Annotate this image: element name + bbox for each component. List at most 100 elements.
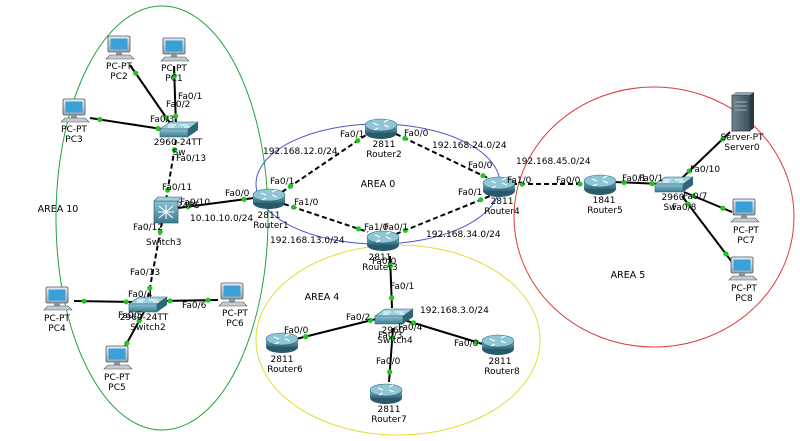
link-sw3-r1[interactable] [177, 197, 255, 209]
link-r1-r2[interactable] [281, 134, 367, 193]
device-router8-router-icon[interactable] [481, 334, 515, 355]
device-router3-router-icon[interactable] [366, 230, 400, 251]
link-up-indicator [473, 339, 479, 345]
link-up-indicator [367, 317, 373, 323]
link-up-indicator [387, 369, 393, 375]
device-switch4-switch-icon[interactable] [374, 308, 414, 325]
port-label: Fa0/0 [454, 339, 479, 349]
device-model-label: 2811 [491, 197, 514, 207]
device-model-label: 2960-24TT [120, 313, 169, 323]
link-up-indicator [355, 138, 361, 144]
port-label: Fa0/1 [639, 174, 663, 184]
device-pc8-pc-icon[interactable] [728, 256, 758, 281]
device-name-label: Router7 [371, 415, 407, 425]
device-sw-switch-icon[interactable] [159, 121, 199, 138]
link-up-indicator [124, 340, 130, 346]
port-label: Fa0/8 [672, 203, 697, 213]
port-label: Fa0/3 [150, 115, 174, 125]
link-up-indicator [171, 73, 177, 79]
device-router6-router-icon[interactable] [265, 332, 299, 353]
device-sw-switch-icon[interactable] [654, 176, 694, 193]
device-name-label: PC1 [165, 74, 182, 84]
port-label: Fa0/0 [372, 257, 397, 267]
area-outline-area10 [55, 5, 269, 431]
link-sw5-pc8[interactable] [681, 195, 733, 263]
device-model-label: 2811 [373, 140, 396, 150]
device-switch2-switch-icon[interactable] [128, 296, 168, 313]
port-label: Fa0/7 [683, 192, 707, 202]
link-up-indicator [155, 125, 161, 132]
device-pc6-pc-icon[interactable] [218, 282, 248, 307]
port-label: Fa0/1 [178, 92, 202, 102]
device-pc2-pc-icon[interactable] [105, 35, 135, 60]
link-up-indicator [621, 179, 627, 185]
link-up-indicator [649, 181, 655, 187]
link-up-indicator [81, 298, 87, 304]
device-pc3-pc-icon[interactable] [60, 98, 90, 123]
link-up-indicator [690, 193, 696, 199]
device-name-label: Switch3 [146, 238, 181, 248]
port-label: Fa1/0 [294, 198, 319, 208]
device-pc7-pc-icon[interactable] [730, 198, 760, 223]
device-model-label: PC-PT [104, 373, 130, 383]
link-r1-r3[interactable] [283, 203, 369, 233]
link-up-indicator [147, 285, 153, 291]
subnet-label: 192.168.12.0/24 [263, 147, 338, 157]
link-up-indicator [205, 297, 211, 303]
subnet-label: 10.10.10.0/24 [190, 214, 253, 224]
link-up-indicator [686, 168, 692, 174]
port-label: Fa0/1 [458, 188, 482, 198]
port-label: Fa0/0 [404, 129, 429, 139]
device-model-label: Server-PT [720, 133, 764, 143]
port-label: Fa0/0 [225, 189, 250, 199]
device-model-label: 2811 [258, 211, 281, 221]
port-label: Fa1/0 [507, 176, 532, 186]
port-label: Fa0/13 [130, 268, 160, 278]
link-sw3-sw2[interactable] [147, 221, 163, 299]
link-sw4-r6[interactable] [295, 317, 381, 340]
area-label-area4: AREA 4 [305, 292, 340, 303]
link-up-indicator [402, 227, 408, 233]
link-r2-r4[interactable] [395, 133, 493, 181]
device-name-label: PC4 [48, 324, 66, 334]
link-up-indicator [480, 173, 486, 179]
link-up-indicator [478, 197, 484, 203]
device-model-label: 2960-24TT [154, 138, 203, 148]
subnet-label: 192.168.13.0/24 [270, 236, 345, 246]
link-up-indicator [123, 299, 129, 305]
link-r3-r4[interactable] [395, 195, 491, 235]
device-pc4-pc-icon[interactable] [43, 286, 73, 311]
link-up-indicator [97, 116, 103, 123]
device-pc1-pc-icon[interactable] [160, 37, 190, 62]
device-model-label: PC-PT [733, 226, 759, 236]
device-router2-router-icon[interactable] [364, 118, 398, 139]
port-label: Fa0/1 [622, 174, 646, 184]
port-label: Fa0/0 [284, 326, 309, 336]
device-router4-router-icon[interactable] [482, 176, 516, 197]
port-label: Fa0/0 [376, 357, 401, 367]
device-router5-router-icon[interactable] [583, 174, 617, 195]
link-up-indicator [157, 229, 163, 235]
link-pc3-sw1[interactable] [89, 117, 169, 131]
device-server0-server-icon[interactable] [731, 92, 754, 132]
device-switch3-l3switch-icon[interactable] [153, 196, 183, 224]
port-label: Fa0/1 [340, 130, 364, 140]
device-model-label: 2811 [378, 405, 401, 415]
area-label-area10: AREA 10 [38, 204, 79, 215]
device-router1-router-icon[interactable] [252, 188, 286, 209]
link-up-indicator [402, 135, 408, 141]
port-label: Fa0/13 [176, 154, 206, 164]
subnet-label: 192.168.24.0/24 [432, 141, 507, 151]
device-model-label: 2811 [271, 355, 294, 365]
device-pc5-pc-icon[interactable] [103, 345, 133, 370]
link-up-indicator [720, 136, 726, 142]
device-name-label: PC2 [110, 72, 127, 82]
link-up-indicator [167, 298, 173, 304]
link-sw4-r8[interactable] [403, 319, 487, 346]
link-up-indicator [387, 263, 393, 269]
device-router7-router-icon[interactable] [369, 383, 403, 404]
link-up-indicator [411, 320, 417, 326]
link-up-indicator [171, 147, 177, 153]
